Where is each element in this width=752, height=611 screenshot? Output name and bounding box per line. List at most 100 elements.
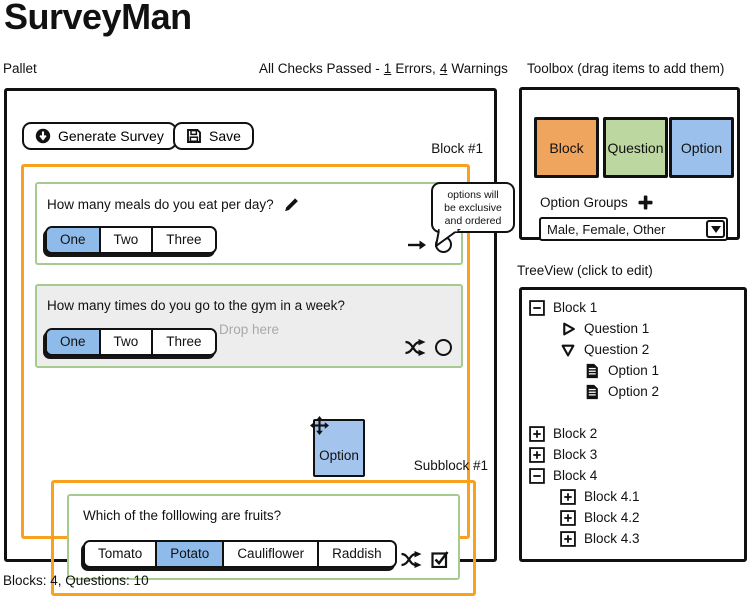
save-button[interactable]: Save <box>173 122 254 150</box>
question-card-1[interactable]: How many meals do you eat per day? One T… <box>35 182 463 265</box>
toolbox-question-item[interactable]: Question <box>603 117 668 178</box>
toolbox-panel: Block Question Option Option Groups Male… <box>519 87 740 241</box>
dragging-option-item[interactable]: Option <box>310 416 365 477</box>
collapse-triangle-icon[interactable] <box>560 342 576 358</box>
option-button[interactable]: One <box>47 228 101 252</box>
tree-item-block-1[interactable]: Block 1 <box>529 297 744 318</box>
collapse-minus-icon[interactable] <box>529 467 545 484</box>
warnings-label: Warnings <box>451 61 508 76</box>
tree-item-block-4-1[interactable]: Block 4.1 <box>560 486 744 507</box>
option-button[interactable]: Cauliflower <box>224 542 320 566</box>
question-2-option-group: One Two Three <box>45 328 217 356</box>
tree-item-option-1[interactable]: Option 1 <box>584 360 744 381</box>
treeview-section-label: TreeView (click to edit) <box>517 263 653 278</box>
option-button[interactable]: Two <box>100 330 154 354</box>
generate-survey-label: Generate Survey <box>58 128 164 144</box>
save-icon <box>187 129 201 143</box>
option-button[interactable]: One <box>47 330 101 354</box>
option-button[interactable]: Three <box>153 228 215 252</box>
tree-item-label: Question 1 <box>584 321 650 336</box>
block-1-container: How many meals do you eat per day? One T… <box>21 164 488 596</box>
pallet-label: Pallet <box>3 61 37 76</box>
move-icon <box>310 416 329 435</box>
edit-pencil-icon[interactable] <box>283 196 300 213</box>
toolbox-section-label: Toolbox (drag items to add them) <box>527 61 725 76</box>
question-2-text: How many times do you go to the gym in a… <box>47 298 345 313</box>
tree-item-block-3[interactable]: Block 3 <box>529 444 744 465</box>
generate-survey-button[interactable]: Generate Survey <box>22 122 177 150</box>
question-2-row: How many times do you go to the gym in a… <box>47 298 345 313</box>
option-button[interactable]: Two <box>100 228 154 252</box>
tree-item-label: Block 2 <box>553 426 598 441</box>
question-3-option-group: Tomato Potato Cauliflower Raddish <box>83 540 397 568</box>
survey-canvas-panel: Generate Survey Save Block #1 options wi… <box>4 88 515 596</box>
document-icon <box>584 384 600 400</box>
save-label: Save <box>209 128 241 144</box>
tree-item-block-4-2[interactable]: Block 4.2 <box>560 507 744 528</box>
dropdown-arrow-icon[interactable] <box>706 220 725 238</box>
option-button[interactable]: Raddish <box>319 542 395 566</box>
option-button[interactable]: Three <box>153 330 215 354</box>
tree-item-label: Block 3 <box>553 447 598 462</box>
question-1-text: How many meals do you eat per day? <box>47 197 274 212</box>
option-button[interactable]: Potato <box>157 542 225 566</box>
tree-item-block-4[interactable]: Block 4 <box>529 465 744 486</box>
tree-item-label: Option 2 <box>608 384 660 399</box>
toolbox-option-item[interactable]: Option <box>669 117 734 178</box>
document-icon <box>584 363 600 379</box>
tooltip-tail <box>435 229 461 247</box>
checkbox-checked-icon[interactable] <box>431 550 449 568</box>
tree-item-label: Block 4.3 <box>584 531 640 546</box>
expand-plus-icon[interactable] <box>560 530 576 547</box>
errors-count-link[interactable]: 1 <box>383 61 392 76</box>
tree-item-block-2[interactable]: Block 2 <box>529 423 744 444</box>
question-3-icons <box>400 550 449 568</box>
drop-here-zone[interactable]: Drop here <box>218 322 280 337</box>
question-1-option-group: One Two Three <box>45 226 217 254</box>
checks-status: All Checks Passed - 1 Errors, 4 Warnings <box>259 61 508 76</box>
add-option-group-icon[interactable] <box>638 195 653 210</box>
expand-plus-icon[interactable] <box>529 425 545 442</box>
toolbox-block-item[interactable]: Block <box>534 117 599 178</box>
errors-label: Errors, <box>395 61 436 76</box>
shuffle-icon[interactable] <box>400 550 423 568</box>
subblock-label: Subblock #1 <box>413 458 488 473</box>
tree-item-question-2[interactable]: Question 2 <box>560 339 744 360</box>
tree-item-question-1[interactable]: Question 1 <box>560 318 744 339</box>
warnings-count-link[interactable]: 4 <box>439 61 448 76</box>
tooltip-bubble: options will be exclusive and ordered <box>431 182 515 247</box>
question-2-icons <box>404 339 452 356</box>
treeview-panel: Block 1 Question 1 Question 2 Option 1 <box>519 287 747 562</box>
tooltip-line: be exclusive <box>444 202 502 214</box>
tree-item-option-2[interactable]: Option 2 <box>584 381 744 402</box>
exclusive-radio-icon[interactable] <box>435 339 452 356</box>
ordered-arrow-icon[interactable] <box>407 239 427 251</box>
tree-item-label: Option 1 <box>608 363 660 378</box>
block-label: Block #1 <box>431 141 483 156</box>
expand-plus-icon[interactable] <box>560 509 576 526</box>
shuffle-icon[interactable] <box>404 339 427 356</box>
expand-plus-icon[interactable] <box>560 488 576 505</box>
expand-plus-icon[interactable] <box>529 446 545 463</box>
status-bar: Blocks: 4, Questions: 10 <box>3 573 149 588</box>
subblock-1-container: Which of the folllowing are fruits? Toma… <box>51 480 476 596</box>
collapse-minus-icon[interactable] <box>529 299 545 316</box>
option-button[interactable]: Tomato <box>85 542 158 566</box>
question-3-text: Which of the folllowing are fruits? <box>83 508 282 523</box>
expand-triangle-icon[interactable] <box>560 321 576 337</box>
question-card-2[interactable]: How many times do you go to the gym in a… <box>35 284 463 368</box>
option-group-select[interactable]: Male, Female, Other <box>539 217 728 241</box>
question-3-row: Which of the folllowing are fruits? <box>83 508 281 523</box>
tree-item-block-4-3[interactable]: Block 4.3 <box>560 528 744 549</box>
option-groups-row: Option Groups <box>540 195 653 210</box>
tooltip-line: options will <box>447 189 499 201</box>
tree-item-label: Block 4.1 <box>584 489 640 504</box>
drag-option-label: Option <box>319 448 359 463</box>
tooltip-line: and ordered <box>444 215 502 227</box>
tree-item-label: Block 4 <box>553 468 598 483</box>
question-card-3[interactable]: Which of the folllowing are fruits? Toma… <box>67 494 460 580</box>
checks-prefix: All Checks Passed - <box>259 61 380 76</box>
question-1-row: How many meals do you eat per day? <box>47 196 300 213</box>
option-group-select-value: Male, Female, Other <box>547 221 666 237</box>
